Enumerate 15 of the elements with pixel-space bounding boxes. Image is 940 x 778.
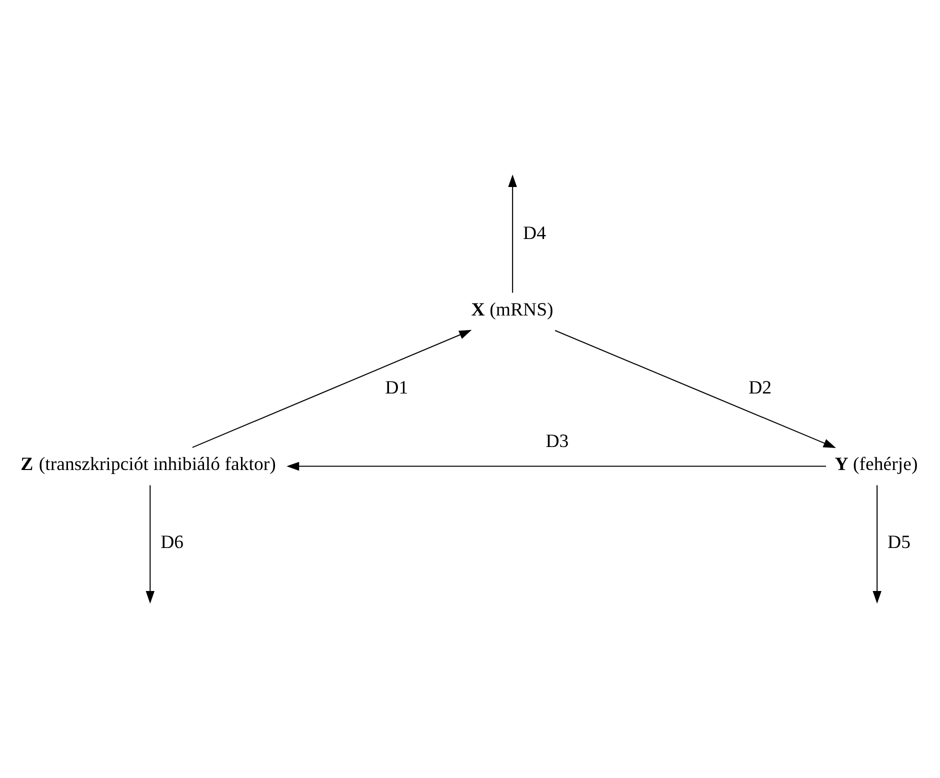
arrow [554, 330, 836, 448]
node-text: Y (fehérje) [834, 454, 918, 475]
arrow [192, 330, 472, 448]
arrow [146, 485, 155, 604]
arrow [508, 174, 517, 293]
arrow [286, 462, 826, 471]
edge-label: D3 [546, 430, 569, 452]
edge-label: D6 [160, 532, 184, 554]
node-text: Z (transzkripciót inhibiáló faktor) [20, 454, 276, 475]
edge-label: D2 [748, 378, 772, 399]
edge-label: D1 [385, 378, 408, 399]
edge-label: D5 [888, 532, 911, 554]
node-text: X (mRNS) [471, 299, 554, 320]
edge-label: D4 [523, 223, 546, 244]
arrow [872, 485, 882, 604]
